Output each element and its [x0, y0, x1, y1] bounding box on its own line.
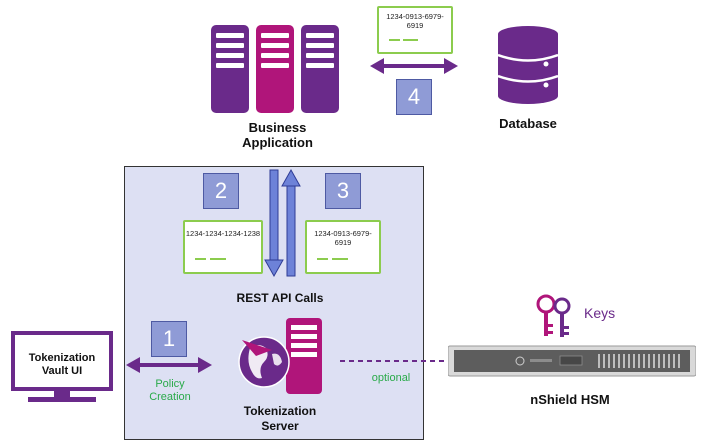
- rest-api-arrows: [264, 168, 301, 278]
- app-database-arrow: [370, 58, 458, 74]
- database-label: Database: [499, 116, 557, 131]
- hsm-appliance-icon: [448, 345, 696, 377]
- token-card-left: 1234-1234-1234-1238: [183, 220, 263, 274]
- server-icon: [256, 25, 294, 113]
- step-4-badge: 4: [396, 79, 432, 115]
- business-application-servers: [211, 25, 339, 113]
- keys-label: Keys: [584, 305, 616, 321]
- optional-connection-line: [340, 360, 448, 362]
- rest-api-label: REST API Calls: [236, 291, 324, 305]
- hsm-label: nShield HSM: [530, 392, 610, 407]
- optional-label: optional: [371, 372, 411, 384]
- policy-arrow: [126, 357, 212, 373]
- monitor-icon: [11, 331, 113, 402]
- keys-icon: [536, 294, 571, 337]
- database-icon: [498, 26, 558, 104]
- token-card-right: 1234-0913-6979-6919: [305, 220, 381, 274]
- tokenization-server-icon: [238, 318, 322, 394]
- step-2-badge: 2: [203, 173, 239, 209]
- server-icon: [301, 25, 339, 113]
- step-1-badge: 1: [151, 321, 187, 357]
- token-card-top: 1234-0913-6979-6919: [377, 6, 453, 54]
- step-3-badge: 3: [325, 173, 361, 209]
- server-icon: [211, 25, 249, 113]
